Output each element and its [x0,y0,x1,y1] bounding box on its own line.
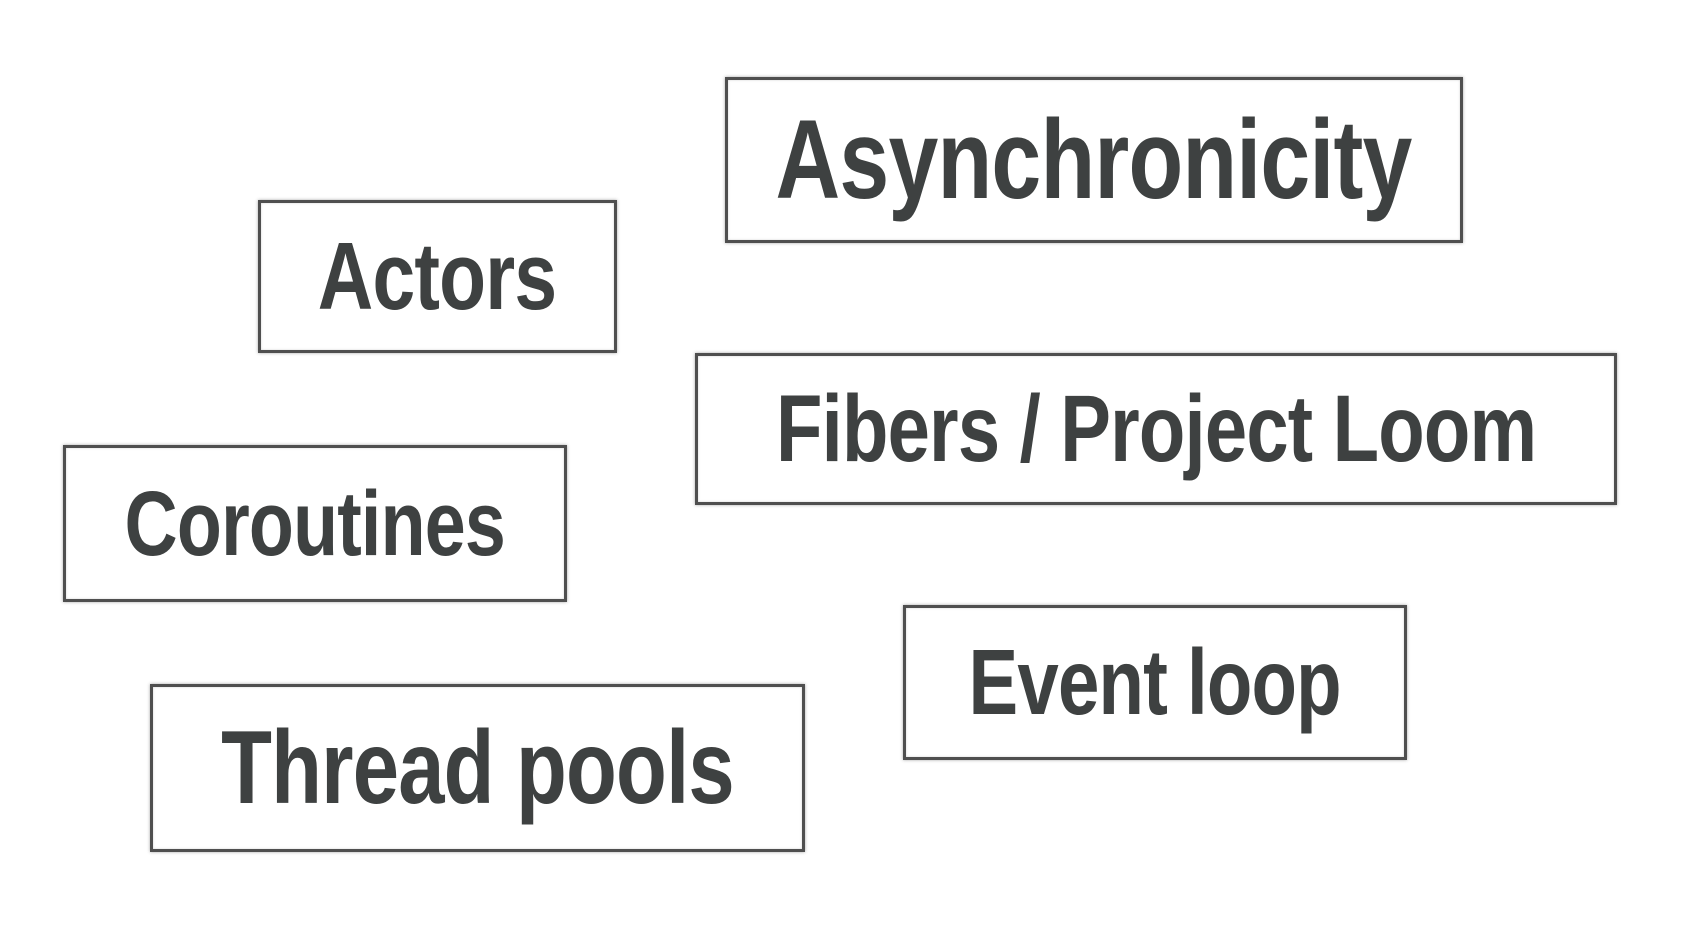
topic-label-fibers-project-loom: Fibers / Project Loom [775,375,1537,482]
topic-box-thread-pools: Thread pools [150,684,805,852]
topic-label-event-loop: Event loop [968,630,1342,734]
topic-box-fibers-project-loom: Fibers / Project Loom [695,353,1617,505]
topic-label-asynchronicity: Asynchronicity [775,97,1413,222]
topic-box-event-loop: Event loop [903,605,1407,760]
topic-label-actors: Actors [318,222,557,330]
topic-label-coroutines: Coroutines [124,472,506,575]
topic-box-actors: Actors [258,200,617,353]
topic-label-thread-pools: Thread pools [221,710,735,826]
topic-box-asynchronicity: Asynchronicity [725,77,1463,243]
topic-box-coroutines: Coroutines [63,445,567,602]
